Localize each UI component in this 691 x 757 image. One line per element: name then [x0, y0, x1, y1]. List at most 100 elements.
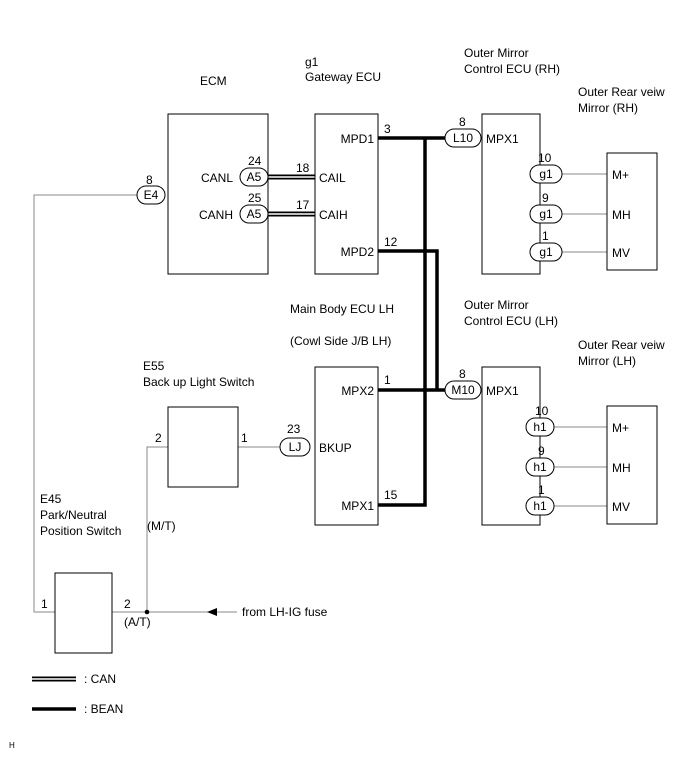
connector-g1-b: [529, 204, 563, 224]
terminal-lh-mv: MV: [612, 500, 630, 514]
pin-pnp-right: 2: [124, 597, 131, 611]
terminal-ecm-canh: CANH: [199, 208, 233, 222]
note-fuse: from LH-IG fuse: [242, 605, 328, 619]
pin-caih: 17: [296, 198, 310, 212]
gateway-ecu-box: [314, 113, 379, 275]
label-backup-name: Back up Light Switch: [143, 375, 254, 389]
terminal-lh-mplus: M+: [612, 421, 629, 435]
connector-l10: [444, 128, 482, 148]
main-body-ecu-box: [314, 366, 379, 526]
legend-bean-label: : BEAN: [84, 702, 123, 716]
pin-backup-left: 2: [155, 431, 162, 445]
pin-lj: 23: [287, 422, 301, 436]
connector-g1-c: [529, 242, 563, 262]
mirror-rh-box: [606, 152, 658, 271]
label-backup-id: E55: [143, 359, 165, 373]
pin-pnp-left: 1: [41, 597, 48, 611]
backup-switch-box: [167, 406, 239, 488]
terminal-rh-mh: MH: [612, 208, 631, 222]
pin-mpd2: 12: [384, 235, 398, 249]
terminal-gw-mpd1: MPD1: [341, 132, 375, 146]
wire-e4-pnp: [33, 194, 137, 613]
pin-g1-b: 9: [542, 191, 549, 205]
ecm-box: [167, 113, 269, 275]
pin-mpx1: 15: [384, 488, 398, 502]
pin-a5-bottom: 25: [248, 191, 262, 205]
terminal-rh-mpx1: MPX1: [486, 132, 519, 146]
bean-line-mpd2: [378, 249, 439, 390]
connector-h1-b: [525, 457, 555, 477]
pin-l10: 8: [459, 115, 466, 129]
pin-m10: 8: [459, 367, 466, 381]
label-pnp-1: Park/Neutral: [40, 508, 107, 522]
label-mirror-ecu-lh-2: Control ECU (LH): [464, 314, 558, 328]
connector-e4: [136, 185, 166, 205]
pin-h1-a: 10: [535, 404, 549, 418]
connector-g1-b-label: g1: [539, 207, 553, 221]
terminal-gw-mpd2: MPD2: [341, 245, 375, 259]
connector-h1-b-label: h1: [533, 460, 547, 474]
terminal-rh-mv: MV: [612, 246, 630, 260]
terminal-lh-mpx1: MPX1: [486, 384, 519, 398]
connector-h1-a-label: h1: [533, 420, 547, 434]
pin-backup-right: 1: [241, 431, 248, 445]
label-pnp-id: E45: [40, 492, 62, 506]
junction-dot: [144, 609, 150, 615]
pin-h1-c: 1: [538, 483, 545, 497]
connector-lj: [279, 437, 311, 457]
connector-h1-c-label: h1: [533, 499, 547, 513]
mirror-ecu-rh-box: [481, 113, 541, 275]
note-at: (A/T): [124, 615, 151, 629]
pin-mpx2: 1: [384, 373, 391, 387]
label-pnp-2: Position Switch: [40, 524, 121, 538]
label-main-body-2: (Cowl Side J/B LH): [290, 334, 391, 348]
label-gateway-name: Gateway ECU: [305, 70, 381, 84]
pin-mpd1: 3: [384, 122, 391, 136]
pin-a5-top: 24: [248, 154, 262, 168]
connector-a5-top: [239, 167, 269, 187]
label-mirror-lh-1: Outer Rear veiw: [578, 338, 665, 352]
connector-a5-bottom: [239, 204, 269, 224]
corner-mark: H: [9, 741, 15, 750]
terminal-mb-mpx1: MPX1: [341, 499, 374, 513]
connector-l10-label: L10: [453, 131, 473, 145]
bean-line-mpx1: [378, 390, 427, 507]
terminal-gw-caih: CAIH: [319, 208, 348, 222]
pnp-switch-box: [54, 572, 113, 654]
connector-e4-label: E4: [144, 188, 159, 202]
connector-h1-c: [525, 496, 555, 516]
note-mt: (M/T): [147, 519, 176, 533]
terminal-mb-mpx2: MPX2: [341, 384, 374, 398]
label-mirror-rh-2: Mirror (RH): [578, 101, 638, 115]
fuse-arrow-icon: [207, 608, 217, 616]
pin-cail: 18: [296, 161, 310, 175]
pin-e4: 8: [146, 173, 153, 187]
mirror-lh-box: [606, 405, 658, 525]
connector-lj-label: LJ: [289, 440, 302, 454]
pin-h1-b: 9: [538, 444, 545, 458]
connector-g1-a: [529, 164, 563, 184]
label-mirror-ecu-rh-1: Outer Mirror: [464, 46, 529, 60]
label-main-body-1: Main Body ECU LH: [290, 302, 394, 316]
label-gateway-id: g1: [305, 55, 319, 69]
terminal-lh-mh: MH: [612, 461, 631, 475]
terminal-mb-bkup: BKUP: [319, 441, 352, 455]
terminal-rh-mplus: M+: [612, 168, 629, 182]
label-mirror-rh-1: Outer Rear veiw: [578, 85, 665, 99]
terminal-ecm-canl: CANL: [201, 171, 233, 185]
label-mirror-ecu-rh-2: Control ECU (RH): [464, 62, 560, 76]
connector-g1-a-label: g1: [539, 167, 553, 181]
connector-m10-label: M10: [451, 383, 475, 397]
connector-m10: [444, 380, 482, 400]
connector-h1-a: [525, 417, 555, 437]
label-mirror-lh-2: Mirror (LH): [578, 354, 636, 368]
pin-g1-a: 10: [538, 151, 552, 165]
legend-can-label: : CAN: [84, 672, 116, 686]
connector-g1-c-label: g1: [539, 245, 553, 259]
label-ecm: ECM: [200, 74, 227, 88]
terminal-gw-cail: CAIL: [319, 171, 346, 185]
label-mirror-ecu-lh-1: Outer Mirror: [464, 298, 529, 312]
connector-a5-bottom-label: A5: [247, 207, 262, 221]
connector-a5-top-label: A5: [247, 170, 262, 184]
